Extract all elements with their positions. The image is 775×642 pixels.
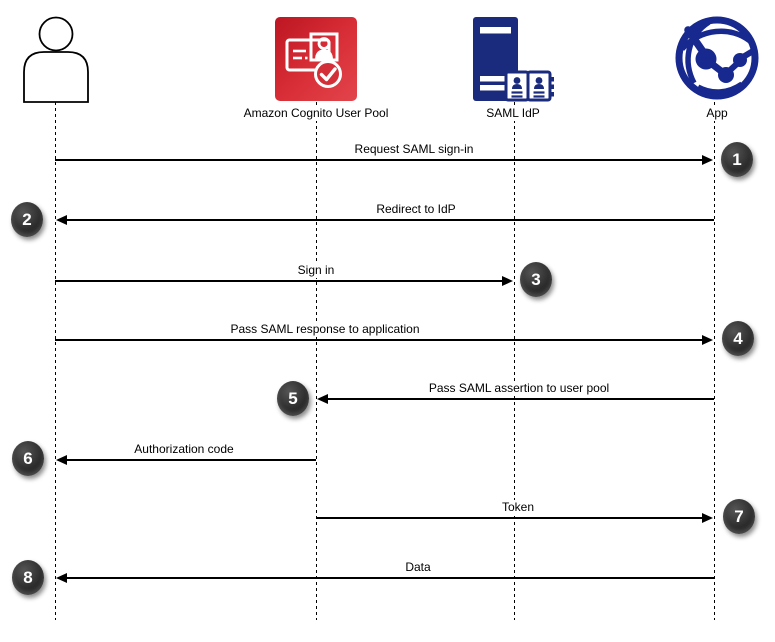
message-arrow-7 [316, 513, 713, 523]
arrowhead-left-icon [56, 215, 67, 225]
message-label-3: Sign in [294, 263, 338, 278]
message-label-4: Pass SAML response to application [227, 322, 423, 337]
step-number: 6 [23, 448, 33, 468]
arrowhead-left-icon [56, 455, 67, 465]
step-badge-5: 5 [277, 381, 309, 416]
step-number: 8 [23, 567, 33, 587]
step-badge-8: 8 [12, 560, 44, 595]
step-number: 5 [288, 388, 298, 408]
arrowhead-right-icon [702, 513, 713, 523]
app-globe-icon [675, 16, 759, 100]
message-arrow-6 [56, 455, 316, 465]
step-badge-1: 1 [721, 142, 753, 177]
actor-label-cognito: Amazon Cognito User Pool [241, 106, 391, 121]
actor-saml [468, 12, 556, 104]
cognito-user-pool-icon [285, 32, 342, 88]
step-number: 3 [531, 269, 541, 289]
step-badge-7: 7 [723, 499, 755, 534]
lifeline-saml [514, 102, 515, 620]
actor-app [673, 14, 761, 102]
lifeline-app [714, 102, 715, 620]
arrowhead-right-icon [502, 276, 513, 286]
message-arrow-1 [55, 155, 713, 165]
message-label-1: Request SAML sign-in [351, 142, 477, 157]
message-arrow-2 [56, 215, 714, 225]
message-arrow-8 [56, 573, 714, 583]
arrowhead-right-icon [702, 155, 713, 165]
step-badge-2: 2 [11, 202, 43, 237]
message-label-5: Pass SAML assertion to user pool [425, 381, 613, 396]
step-number: 2 [22, 209, 32, 229]
arrowhead-left-icon [56, 573, 67, 583]
message-label-7: Token [498, 500, 538, 515]
actor-user [21, 15, 91, 103]
lifeline-cognito [316, 102, 317, 620]
step-badge-3: 3 [520, 262, 552, 297]
message-label-6: Authorization code [131, 442, 237, 457]
actor-cognito [275, 17, 357, 101]
message-arrow-5 [317, 394, 714, 404]
step-badge-4: 4 [722, 321, 754, 356]
step-number: 7 [734, 506, 744, 526]
message-label-2: Redirect to IdP [373, 202, 459, 217]
arrowhead-left-icon [317, 394, 328, 404]
message-arrow-4 [55, 335, 713, 345]
actor-label-app: App [704, 106, 730, 121]
arrowhead-right-icon [702, 335, 713, 345]
step-badge-6: 6 [12, 441, 44, 476]
saml-idp-server-book-icon [473, 17, 554, 102]
message-arrow-3 [55, 276, 513, 286]
step-number: 1 [732, 149, 742, 169]
actor-label-saml: SAML IdP [484, 106, 542, 121]
lifeline-user [55, 102, 56, 620]
step-number: 4 [733, 328, 743, 348]
person-icon [23, 16, 89, 103]
message-label-8: Data [402, 560, 434, 575]
